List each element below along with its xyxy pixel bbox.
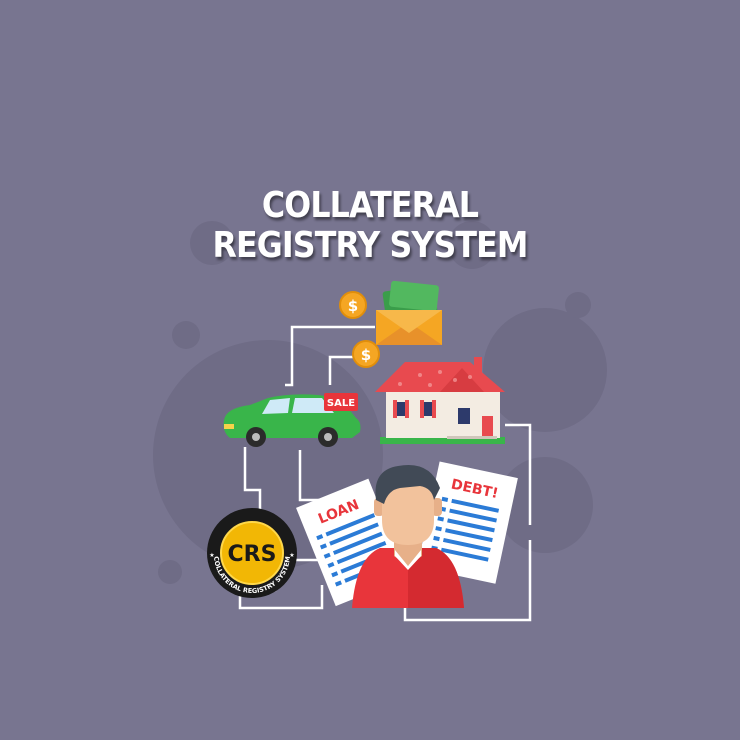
coin-icon: $ — [352, 340, 380, 368]
car-icon: SALE — [223, 393, 361, 447]
logo-monogram: CRS — [228, 542, 277, 567]
house-icon — [375, 357, 505, 444]
crs-logo: CRS COLLATERAL REGISTRY SYSTEM ★ ★ — [207, 508, 297, 598]
person-icon — [352, 464, 464, 608]
title-line-2: REGISTRY SYSTEM — [212, 225, 528, 266]
coin-symbol: $ — [361, 346, 371, 364]
logo-star-icon: ★ — [209, 552, 214, 559]
sale-tag-label: SALE — [327, 398, 355, 409]
title-line-1: COLLATERAL — [261, 185, 479, 226]
logo-star-icon: ★ — [289, 552, 294, 559]
coin-symbol: $ — [348, 297, 358, 315]
money-envelope-icon — [376, 280, 442, 345]
coin-icon: $ — [339, 291, 367, 319]
page-title: COLLATERAL REGISTRY SYSTEM — [44, 186, 695, 266]
